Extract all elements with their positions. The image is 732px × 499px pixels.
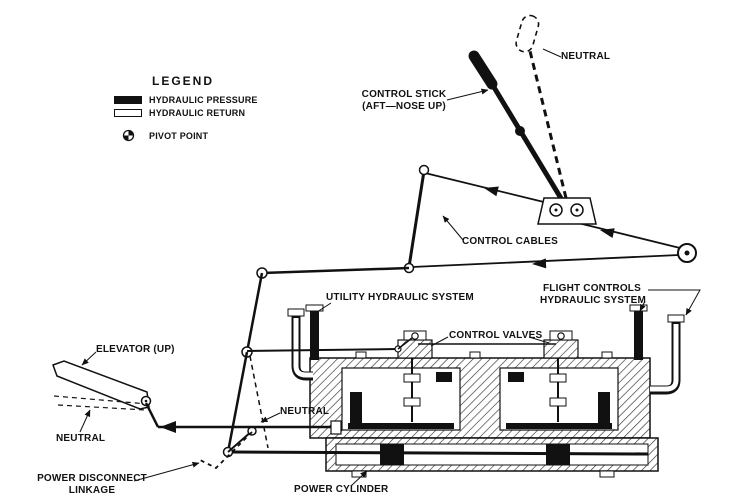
- hydraulic-pipes: [287, 304, 685, 395]
- control-valves-label: CONTROL VALVES: [449, 330, 543, 341]
- control-stick-label-line1: CONTROL STICK: [361, 89, 447, 100]
- flight-controls-hydraulic-system-label: FLIGHT CONTROLS HYDRAULIC SYSTEM: [540, 283, 646, 307]
- power-cylinder-label: POWER CYLINDER: [294, 484, 389, 495]
- hydraulic-pressure-swatch: [114, 96, 142, 104]
- neutral-elevator-label: NEUTRAL: [56, 433, 106, 444]
- power-disconnect-label-line1: POWER DISCONNECT: [37, 473, 147, 484]
- control-stick-label-line2: (AFT—NOSE UP): [362, 101, 446, 112]
- leader-lines: [79, 48, 701, 487]
- control-stick-label: CONTROL STICK (AFT—NOSE UP): [356, 89, 452, 113]
- control-cables-label: CONTROL CABLES: [462, 236, 558, 247]
- flight-controls-label-line1: FLIGHT CONTROLS: [543, 283, 641, 294]
- power-cylinder: [231, 437, 659, 478]
- elevator-figure: [52, 360, 342, 435]
- legend-title: LEGEND: [152, 74, 215, 88]
- neutral-stick-label: NEUTRAL: [561, 51, 611, 62]
- legend-item-label: HYDRAULIC PRESSURE: [149, 95, 258, 105]
- legend: LEGEND HYDRAULIC PRESSURE HYDRAULIC RETU…: [114, 74, 258, 145]
- legend-item-label: HYDRAULIC RETURN: [149, 108, 246, 118]
- neutral-linkage-label: NEUTRAL: [280, 406, 330, 417]
- utility-hydraulic-system-label: UTILITY HYDRAULIC SYSTEM: [326, 292, 474, 303]
- pivot-point-icon: [114, 129, 142, 142]
- control-stick-figure: [468, 14, 597, 225]
- control-valves-assembly: [397, 330, 579, 359]
- legend-item-pivot-point: PIVOT POINT: [114, 129, 258, 142]
- left-linkage: [197, 266, 413, 470]
- power-disconnect-linkage-label: POWER DISCONNECT LINKAGE: [36, 473, 148, 497]
- legend-item-hydraulic-return: HYDRAULIC RETURN: [114, 108, 258, 118]
- hydraulic-return-swatch: [114, 109, 142, 117]
- power-disconnect-label-line2: LINKAGE: [68, 485, 116, 496]
- flight-controls-label-line2: HYDRAULIC SYSTEM: [540, 295, 646, 306]
- elevator-up-label: ELEVATOR (UP): [96, 344, 175, 355]
- legend-item-hydraulic-pressure: HYDRAULIC PRESSURE: [114, 95, 258, 105]
- valve-manifold-block: [309, 338, 651, 439]
- legend-item-label: PIVOT POINT: [149, 130, 209, 141]
- control-cables-run: [403, 164, 697, 274]
